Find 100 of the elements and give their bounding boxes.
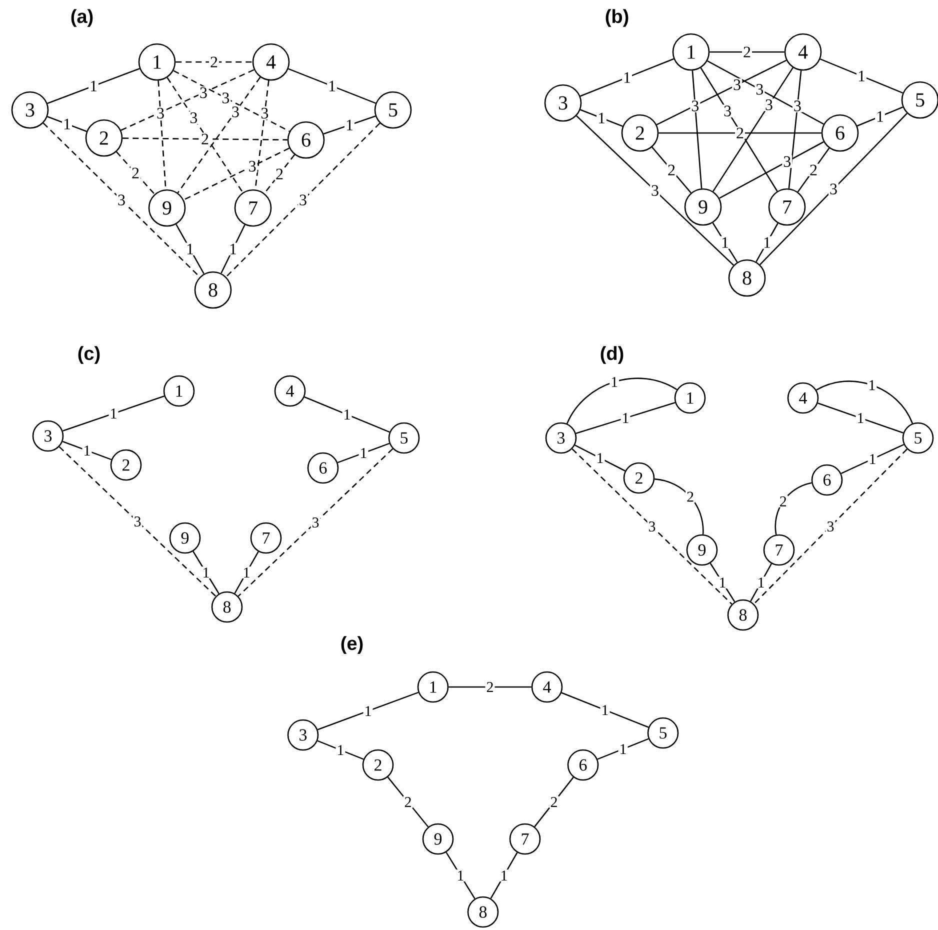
graph-edge: [561, 692, 649, 728]
graph-edge: [47, 116, 87, 132]
graph-edge: [760, 112, 908, 266]
edge-label: 1: [867, 379, 877, 392]
graph-edge: [750, 563, 772, 602]
edge-label: 3: [782, 155, 792, 168]
edge-label: 1: [596, 112, 606, 124]
graph-node: 5: [902, 422, 934, 454]
graph-node: 2: [362, 749, 394, 781]
edge-label: 1: [610, 376, 620, 388]
graph-node: 5: [647, 717, 679, 749]
graph-edge: [857, 106, 904, 126]
edge-label: 2: [130, 166, 140, 180]
graph-node: 3: [544, 84, 582, 122]
edge-label: 2: [549, 796, 559, 808]
graph-node: 9: [169, 522, 201, 554]
graph-node: 4: [787, 382, 819, 414]
graph-node: 7: [763, 534, 795, 566]
graph-edge: [173, 70, 290, 132]
graph-node: 8: [211, 591, 243, 623]
graph-edge: [710, 562, 736, 602]
graph-edge: [754, 448, 908, 604]
graph-edge: [120, 69, 254, 131]
graph-edge: [116, 151, 155, 195]
graph-edge: [712, 67, 794, 192]
edge-label: 3: [690, 100, 700, 112]
graph-node: 5: [374, 91, 412, 129]
edge-label: 2: [666, 164, 676, 176]
edge-label: 3: [247, 160, 258, 173]
graph-edge: [387, 776, 429, 828]
edge-label: 1: [856, 70, 866, 82]
edge-label: 1: [327, 80, 337, 92]
edge-label: 1: [363, 705, 373, 717]
graph-node: 2: [621, 114, 659, 152]
graph-edge: [226, 122, 380, 278]
graph-edge: [238, 448, 394, 597]
edge-label: 3: [792, 100, 802, 112]
edge-label: 3: [220, 92, 231, 104]
graph-edge: [122, 138, 288, 140]
graph-node: 8: [728, 259, 766, 297]
panel-label: (c): [78, 346, 100, 364]
graph-node: 9: [148, 189, 186, 227]
graph-node: 9: [686, 534, 718, 566]
graph-node: 4: [274, 375, 306, 407]
graph-edge: [234, 551, 259, 594]
graph-edge: [176, 61, 252, 63]
graph-node: 1: [163, 375, 195, 407]
edge-label: 2: [808, 164, 818, 176]
graph-edge: [840, 444, 904, 474]
edge-label: 1: [108, 408, 118, 420]
edge-label: 3: [260, 106, 270, 120]
panel-label: (b): [606, 9, 628, 27]
graph-edge: [264, 154, 296, 194]
graph-node: 6: [821, 114, 859, 152]
graph-edge: [580, 109, 623, 127]
edge-label: 1: [620, 412, 630, 424]
graph-edge: [797, 148, 830, 192]
graph-node: 8: [467, 896, 499, 928]
edge-label: 1: [856, 412, 866, 424]
graph-edge: [774, 482, 812, 535]
edge-label: 1: [344, 118, 354, 132]
edge-label: 3: [230, 106, 240, 118]
edge-label: 1: [499, 870, 509, 882]
graph-node: 6: [811, 464, 843, 496]
graph-edge: [490, 852, 518, 899]
graph-node: 4: [784, 33, 822, 71]
graph-edge: [597, 738, 649, 760]
graph-edge: [166, 77, 244, 193]
graph-node: 1: [417, 671, 449, 703]
graph-edge: [572, 448, 732, 605]
edge-label: 3: [826, 520, 836, 533]
graph-edge: [652, 146, 692, 194]
edge-label: 3: [722, 104, 733, 118]
graph-node: 9: [422, 823, 454, 855]
edge-label: 3: [647, 520, 657, 533]
graph-node: 7: [250, 522, 282, 554]
graph-edge: [710, 51, 784, 53]
edge-label: 1: [82, 444, 92, 456]
edge-label: 2: [686, 490, 696, 503]
edge-label: 1: [342, 408, 352, 420]
edge-label: 3: [310, 516, 320, 529]
graph-edge: [580, 58, 674, 97]
edge-label: 1: [618, 743, 628, 755]
edge-label: 3: [828, 182, 838, 196]
graph-edge: [446, 852, 476, 900]
graph-edge: [337, 442, 390, 464]
graph-edge: [576, 115, 734, 266]
graph-edge: [719, 141, 824, 199]
graph-edge: [788, 70, 802, 189]
graph-node: 4: [531, 671, 563, 703]
panel-label: (a): [71, 9, 93, 27]
edge-label: 1: [228, 242, 238, 256]
graph-edge: [304, 396, 390, 433]
graph-node: 1: [138, 43, 176, 81]
edge-label: 1: [600, 704, 610, 716]
graph-node: 1: [672, 33, 710, 71]
graph-edge: [288, 68, 376, 104]
graph-edge: [707, 60, 824, 125]
graph-edge: [566, 378, 678, 424]
graph-edge: [448, 686, 532, 688]
